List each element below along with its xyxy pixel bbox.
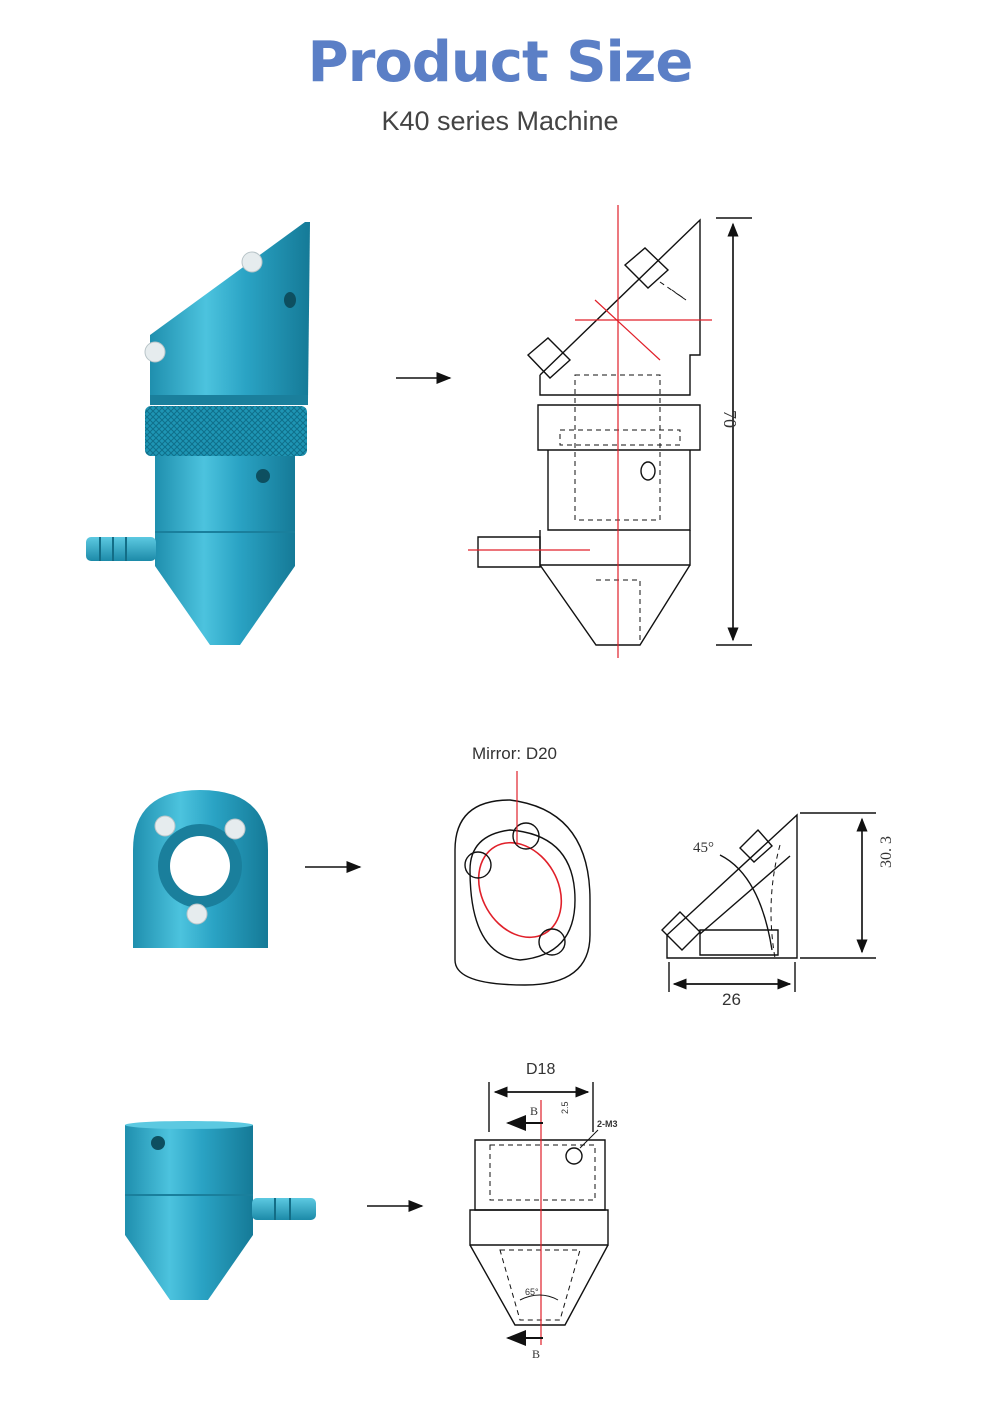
mirror-mount-side-drawing	[661, 812, 876, 992]
mirror-mount-front-drawing	[454, 771, 591, 986]
page-subtitle: K40 series Machine	[381, 106, 619, 136]
dimension-diameter-nozzle: D18	[526, 1061, 556, 1078]
section-letter-bottom: B	[532, 1347, 541, 1361]
nozzle-photo	[125, 1121, 316, 1300]
dimension-width-mount: 26	[722, 990, 741, 1009]
mirror-mount-photo	[133, 790, 268, 948]
dimension-height-mount: 30. 3	[878, 836, 895, 868]
nozzle-drawing	[469, 1082, 609, 1346]
section-letter-top: B	[530, 1104, 539, 1118]
cone-angle: 65°	[525, 1287, 539, 1297]
laser-head-photo	[86, 222, 310, 645]
dimension-height-full: 70	[720, 410, 740, 428]
thread-spacing: 2.5	[560, 1101, 570, 1114]
mirror-angle: 45°	[693, 840, 714, 856]
page-title: Product Size	[307, 30, 694, 95]
mirror-label: Mirror: D20	[472, 744, 558, 763]
thread-label: 2-M3	[597, 1119, 618, 1129]
laser-head-drawing	[468, 205, 752, 658]
